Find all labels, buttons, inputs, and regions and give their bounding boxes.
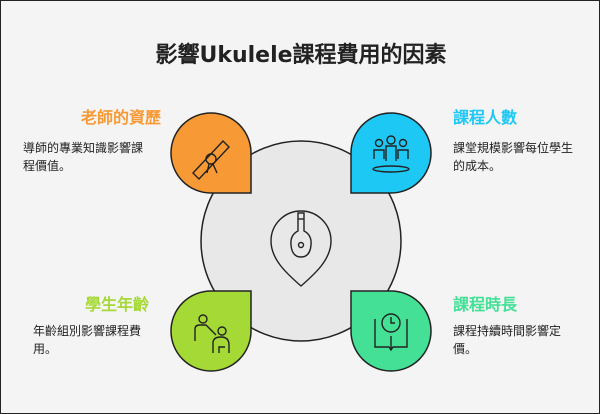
- factor-title-0: 老師的資歷: [80, 108, 161, 127]
- factor-desc-3: 課程持續時間影響定價。: [453, 324, 562, 356]
- ukulele-icon: [270, 210, 332, 287]
- factor-shape-1: [350, 112, 432, 194]
- factor-title-3: 課程時長: [453, 295, 518, 314]
- factor-shape-3: [350, 290, 432, 372]
- page-title: 影響Ukulele課程費用的因素: [155, 43, 447, 68]
- factor-title-2: 學生年齡: [84, 295, 149, 314]
- factor-desc-0: 導師的專業知識影響課程價值。: [23, 141, 144, 173]
- factor-desc-1: 課堂規模影響每位學生的成本。: [453, 141, 574, 173]
- group-icon: [372, 135, 410, 173]
- factor-title-1: 課程人數: [453, 108, 518, 127]
- factor-desc-2: 年齡組別影響課程費用。: [33, 324, 142, 356]
- teacher-child-icon: [194, 314, 230, 353]
- factor-shape-2: [170, 290, 252, 372]
- diploma-icon: [192, 139, 230, 181]
- clock-book-icon: [374, 313, 408, 352]
